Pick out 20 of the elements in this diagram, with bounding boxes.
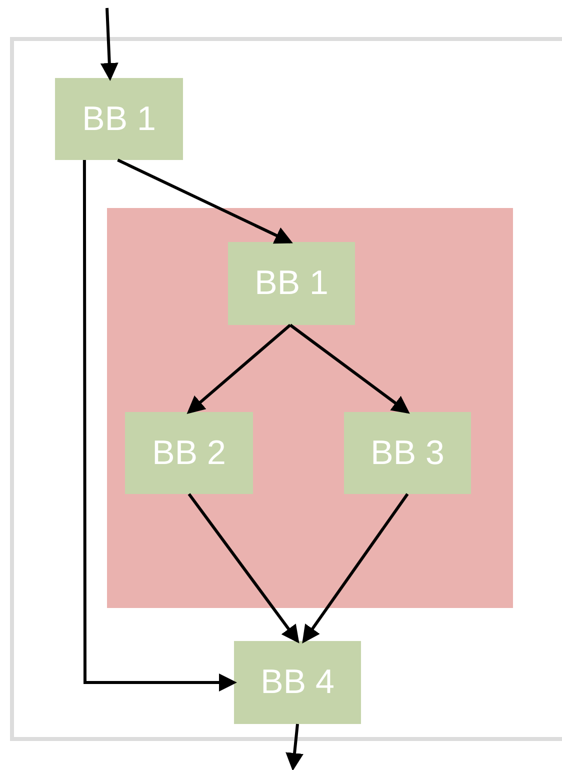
region-box: [107, 208, 513, 608]
arrow: [82, 160, 237, 692]
block-label: BB 1: [82, 100, 156, 138]
frame-box: [10, 37, 562, 741]
block-label: BB 1: [254, 264, 328, 303]
block-label: BB 2: [152, 434, 226, 472]
arrow: [286, 724, 304, 770]
block-label: BB 3: [370, 434, 444, 472]
block-box: [344, 412, 471, 494]
block-box: [228, 242, 355, 325]
block-box: [125, 412, 253, 494]
block-box: [234, 641, 361, 724]
arrow: [289, 324, 410, 414]
arrow: [117, 158, 293, 244]
block-label: BB 4: [260, 663, 334, 702]
arrow: [302, 493, 409, 644]
block-box: [55, 78, 183, 160]
arrow: [100, 8, 118, 81]
arrow: [188, 493, 300, 644]
arrow: [186, 324, 292, 414]
